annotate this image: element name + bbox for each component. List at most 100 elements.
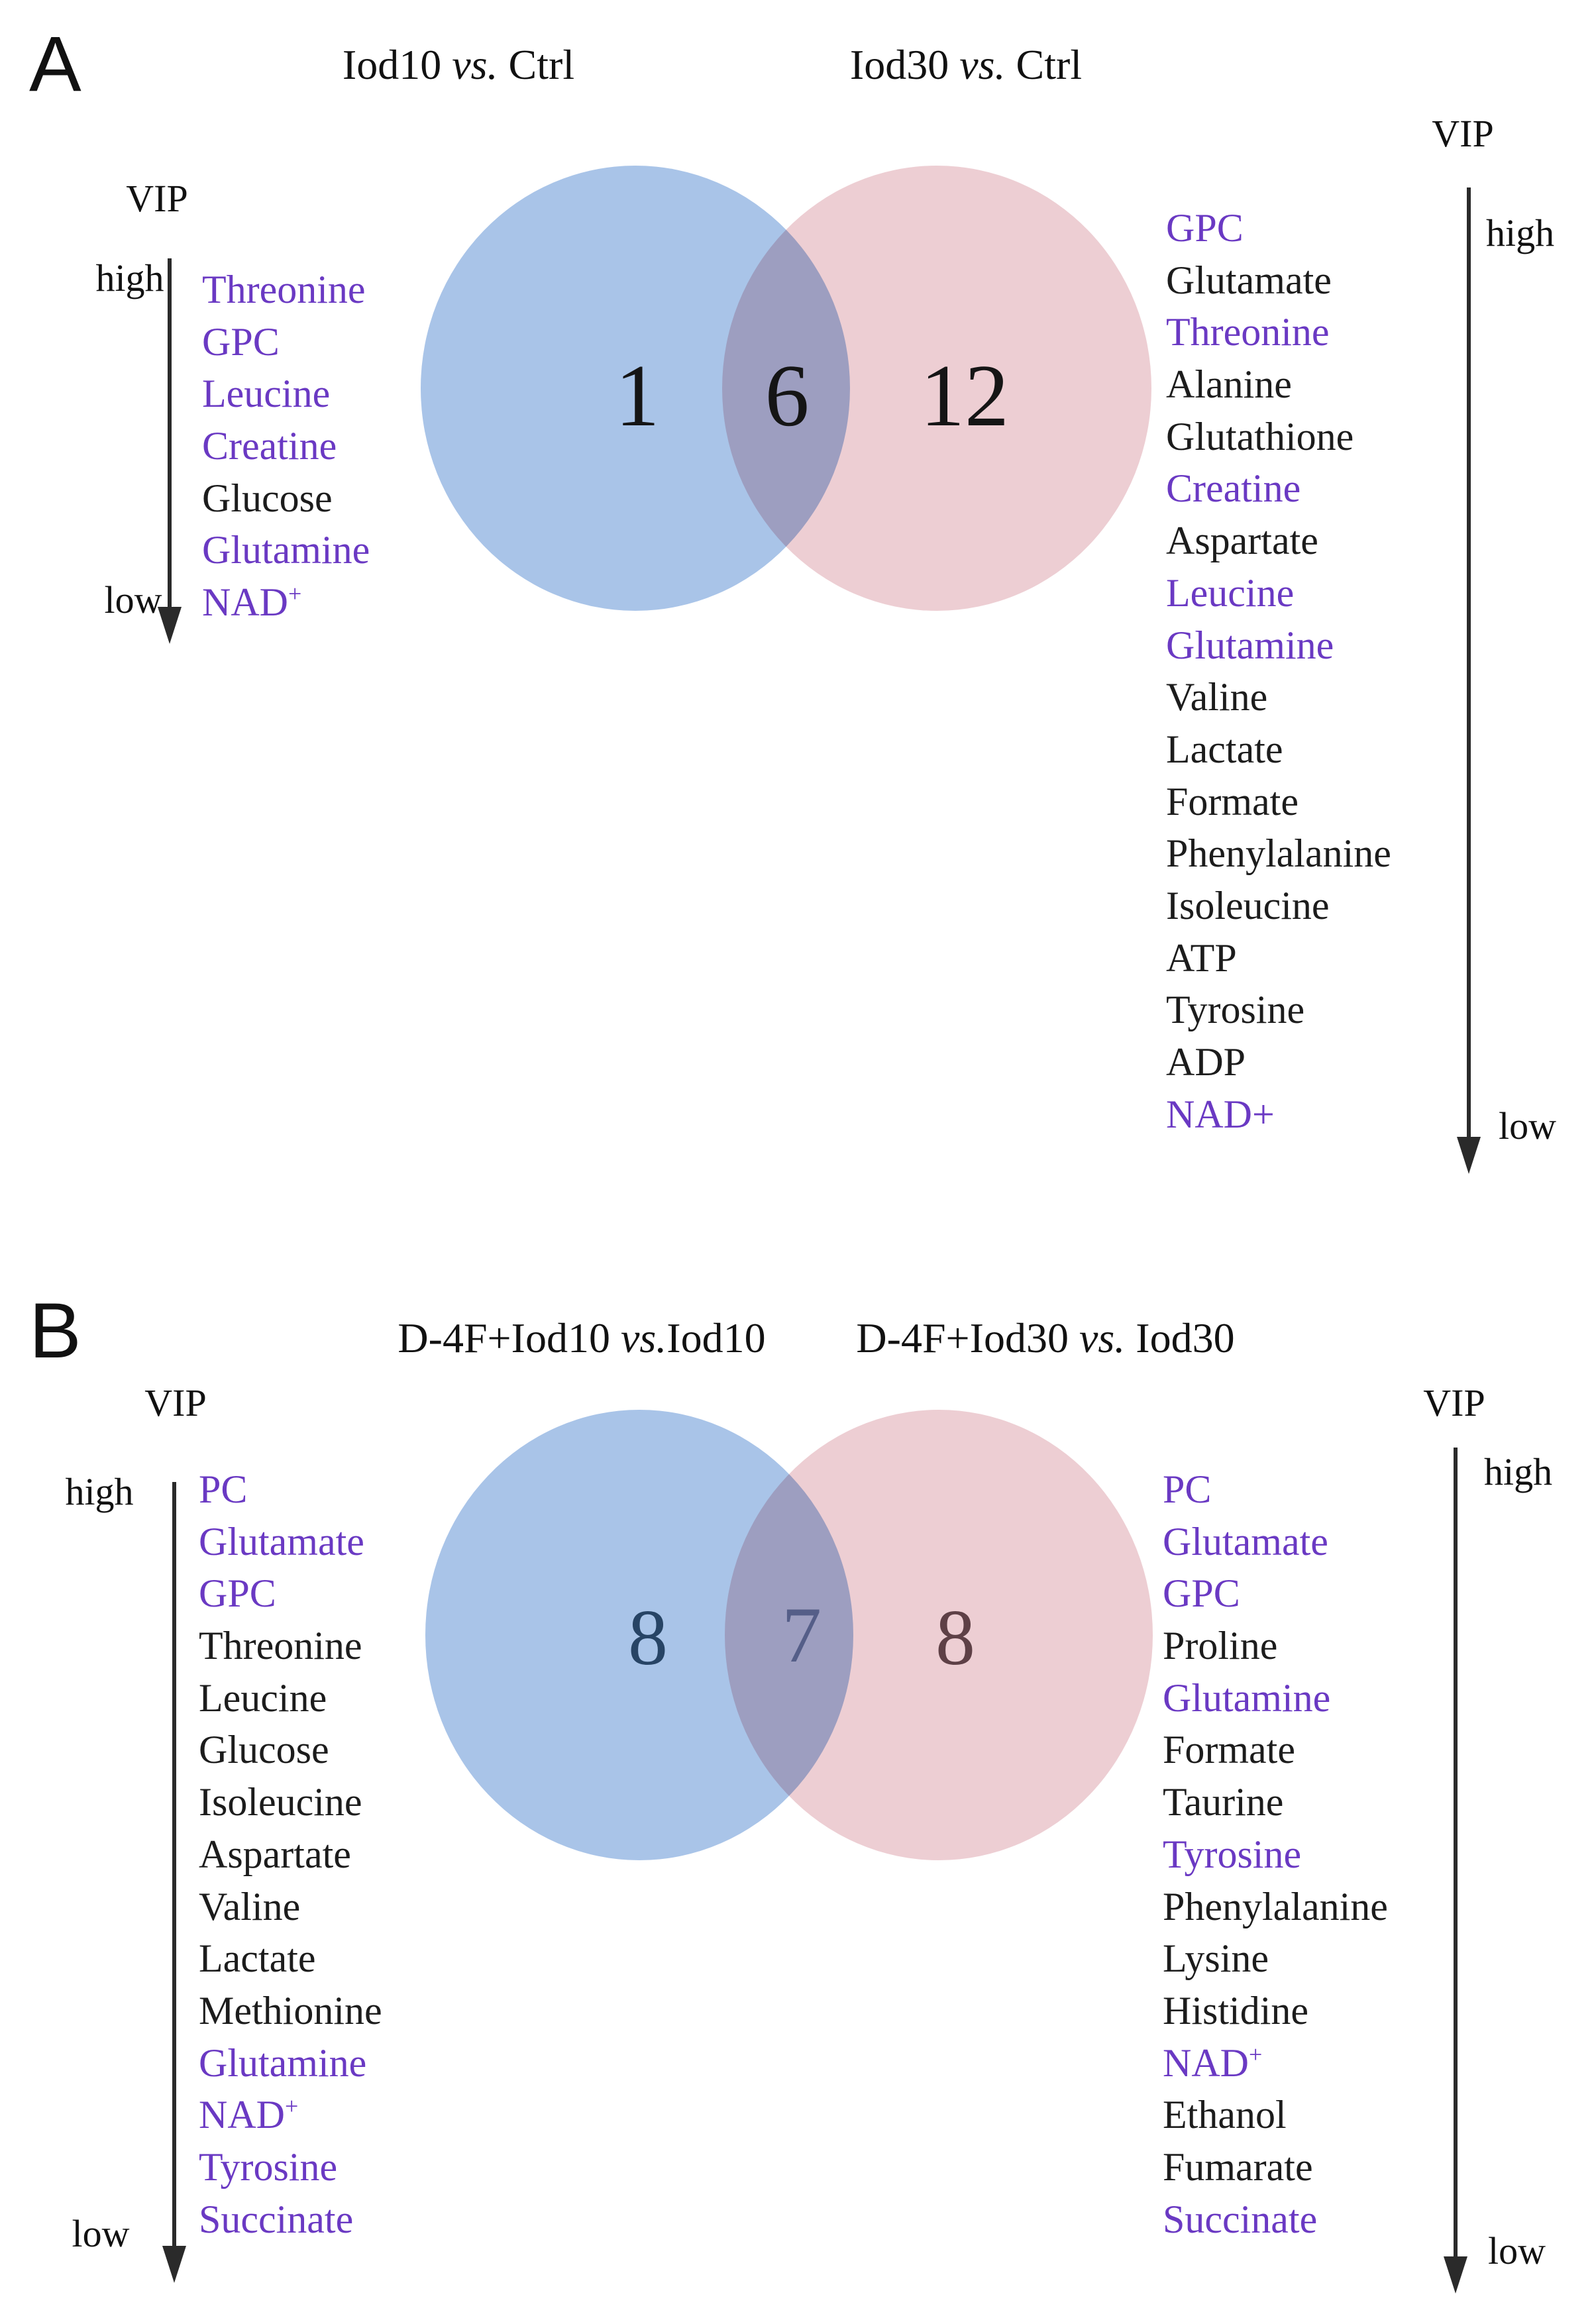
vip-axis-label: VIP <box>144 1381 207 1424</box>
venn-diagram-b: 8 7 8 <box>0 1259 1594 1987</box>
metabolite-label: Valine <box>1166 675 1268 719</box>
high-label: high <box>1486 211 1555 254</box>
high-label: high <box>95 256 164 299</box>
metabolite-label: GPC <box>1166 206 1244 250</box>
metabolite-label: Glutamine <box>202 528 370 572</box>
metabolite-label: NAD+ <box>1166 1092 1275 1136</box>
metabolite-label: Leucine <box>199 1675 327 1720</box>
metabolite-label: Threonine <box>1166 310 1330 354</box>
metabolite-label: Creatine <box>202 424 337 468</box>
metabolite-label: Formate <box>1166 779 1299 823</box>
venn-diagram-a: 1 6 12 <box>0 0 1594 795</box>
metabolite-label: Leucine <box>1166 570 1295 615</box>
panel-b-title-right: D-4F+Iod30 vs. Iod30 <box>856 1317 1234 1359</box>
down-arrow-icon <box>162 1482 186 2283</box>
metabolite-label: Glutamine <box>199 2040 367 2085</box>
metabolite-label: Formate <box>1163 1728 1295 1772</box>
metabolite-label: Tyrosine <box>1163 1832 1302 1876</box>
panel-a-title-left: Iod10 vs. Ctrl <box>343 44 574 86</box>
metabolite-label: Glutamate <box>199 1519 364 1563</box>
metabolite-label: Phenylalanine <box>1166 831 1391 876</box>
panel-b-label: B <box>29 1287 81 1375</box>
metabolite-label: Taurine <box>1163 1780 1284 1824</box>
venn-count-left: 1 <box>615 346 660 445</box>
metabolite-label: NAD+ <box>202 580 302 625</box>
title-vs: vs. <box>959 41 1006 88</box>
metabolite-label: Threonine <box>202 268 366 311</box>
metabolite-label: Aspartate <box>199 1832 351 1876</box>
title-vs: vs. <box>620 1314 667 1361</box>
title-text: D-4F+Iod10 <box>398 1314 621 1361</box>
metabolite-label: Phenylalanine <box>1163 1884 1388 1928</box>
vip-axis-label: VIP <box>1423 1381 1485 1424</box>
vip-axis-label: VIP <box>126 177 188 220</box>
low-label: low <box>1499 1104 1556 1147</box>
panel-a-label: A <box>29 21 81 108</box>
metabolite-label: Ethanol <box>1163 2093 1287 2137</box>
down-arrow-icon <box>158 258 182 644</box>
panel-a-title-right: Iod30 vs. Ctrl <box>850 44 1082 86</box>
metabolite-label: ATP <box>1166 935 1237 980</box>
title-vs: vs. <box>452 41 498 88</box>
metabolite-label: Succinate <box>1163 2197 1318 2241</box>
metabolite-label: Isoleucine <box>1166 883 1330 927</box>
metabolite-label: GPC <box>199 1571 276 1616</box>
metabolite-label: GPC <box>1163 1571 1240 1616</box>
venn-count-middle: 7 <box>782 1591 822 1679</box>
metabolite-label: Tyrosine <box>1166 988 1305 1032</box>
venn-count-middle: 6 <box>765 346 810 445</box>
title-vs: vs. <box>1079 1314 1126 1361</box>
metabolite-label: Lysine <box>1163 1936 1269 1981</box>
venn-circle-pink <box>725 1410 1153 1860</box>
metabolite-label: NAD+ <box>199 2093 299 2137</box>
down-arrow-icon <box>1457 187 1481 1174</box>
title-text: Ctrl <box>1005 41 1083 88</box>
metabolite-label: Alanine <box>1166 362 1292 407</box>
high-label: high <box>1484 1450 1553 1493</box>
panel-b-title-left: D-4F+Iod10 vs.Iod10 <box>398 1317 765 1359</box>
metabolite-label: Glutamate <box>1166 258 1332 302</box>
metabolite-label: ADP <box>1166 1040 1246 1084</box>
metabolite-label: Glutamate <box>1163 1519 1328 1563</box>
low-label: low <box>104 578 162 621</box>
metabolite-label: Glutamine <box>1163 1675 1331 1720</box>
low-label: low <box>1488 2229 1546 2272</box>
low-label: low <box>72 2212 130 2255</box>
metabolite-label: Lactate <box>199 1936 316 1981</box>
metabolite-label: Succinate <box>199 2197 354 2241</box>
venn-circle-pink <box>722 166 1151 611</box>
metabolite-label: Methionine <box>199 1988 382 2033</box>
metabolite-label: Glucose <box>199 1728 329 1772</box>
metabolite-label: Proline <box>1163 1624 1278 1668</box>
metabolite-label: Lactate <box>1166 727 1283 771</box>
metabolite-label: Glutathione <box>1166 414 1354 458</box>
title-text: Ctrl <box>498 41 575 88</box>
metabolite-label: Glutamine <box>1166 623 1334 667</box>
metabolite-label: Aspartate <box>1166 519 1318 563</box>
venn-count-right: 12 <box>920 346 1009 445</box>
metabolite-label: Isoleucine <box>199 1780 362 1824</box>
down-arrow-icon <box>1444 1448 1467 2294</box>
vip-axis-label: VIP <box>1432 112 1494 155</box>
metabolite-label: Glucose <box>202 476 333 520</box>
metabolite-label: GPC <box>202 319 280 364</box>
metabolite-label: Threonine <box>199 1624 362 1668</box>
venn-count-left: 8 <box>628 1593 668 1681</box>
metabolite-label: Histidine <box>1163 1988 1308 2033</box>
metabolite-label: Valine <box>199 1884 301 1928</box>
metabolite-label: NAD+ <box>1163 2040 1263 2085</box>
title-text: Iod30 <box>1125 1314 1235 1361</box>
venn-count-right: 8 <box>935 1593 975 1681</box>
metabolite-label: PC <box>1163 1467 1212 1511</box>
metabolite-label: Creatine <box>1166 466 1301 511</box>
metabolite-label: PC <box>199 1467 248 1511</box>
metabolite-label: Fumarate <box>1163 2144 1313 2189</box>
title-text: D-4F+Iod30 <box>856 1314 1079 1361</box>
title-text: Iod10 <box>666 1314 766 1361</box>
high-label: high <box>65 1470 134 1513</box>
title-text: Iod10 <box>342 41 452 88</box>
